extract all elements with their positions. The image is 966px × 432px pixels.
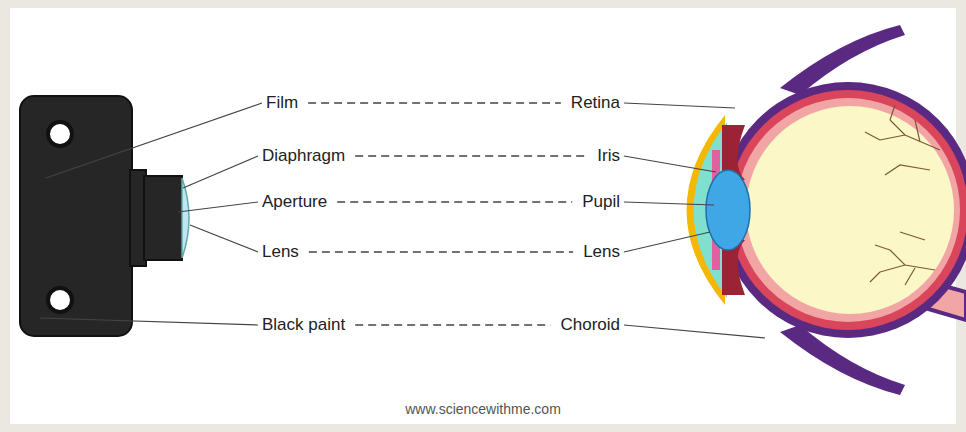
part-name: Iris [597, 146, 620, 166]
dashed-pairing-lines [308, 103, 587, 325]
part-name: Film [266, 93, 298, 113]
part-name: Retina [571, 93, 620, 113]
part-name: Black paint [262, 315, 345, 335]
part-name: Choroid [560, 315, 620, 335]
eye [687, 25, 966, 395]
dashed-line [337, 201, 572, 202]
dashed-line [308, 102, 561, 103]
leader-lines [40, 103, 765, 338]
part-name: Diaphragm [262, 146, 345, 166]
part-name: Lens [262, 242, 299, 262]
part-name: Pupil [582, 192, 620, 212]
camera [20, 96, 189, 336]
dashed-line [355, 155, 587, 156]
part-name: Aperture [262, 192, 327, 212]
dashed-line [309, 251, 573, 252]
dashed-line [355, 324, 550, 325]
part-name: Lens [583, 242, 620, 262]
watermark: www.sciencewithme.com [405, 399, 561, 419]
